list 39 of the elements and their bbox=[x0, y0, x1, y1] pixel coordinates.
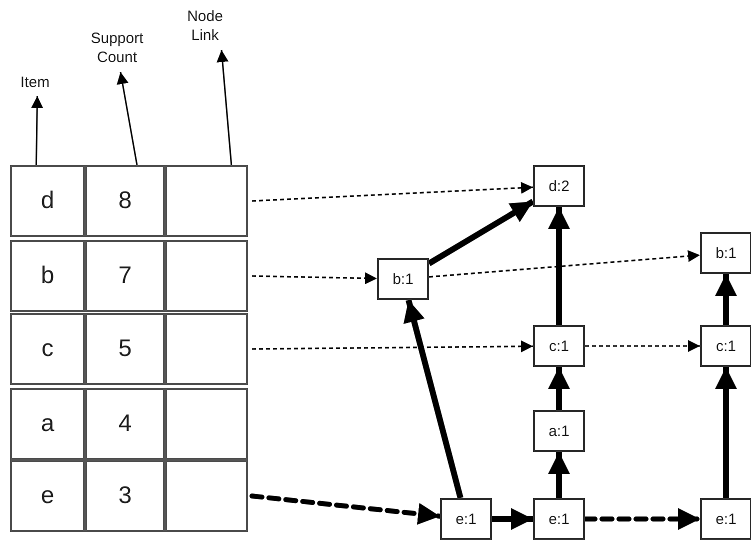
table-cell: c bbox=[10, 313, 85, 385]
table-cell: 3 bbox=[85, 460, 165, 532]
table-cell: b bbox=[10, 240, 85, 312]
table-cell: e bbox=[10, 460, 85, 532]
arrow bbox=[403, 299, 464, 499]
column-heading: Node Link bbox=[172, 8, 238, 50]
tree-node: e:1 bbox=[533, 498, 585, 540]
arrow bbox=[492, 508, 533, 530]
arrow bbox=[548, 207, 570, 325]
arrow bbox=[427, 198, 535, 266]
dashed-arrow bbox=[252, 182, 534, 202]
dashed-arrow bbox=[252, 272, 378, 284]
column-heading: Support Count bbox=[82, 30, 152, 72]
tree-node: c:1 bbox=[533, 325, 585, 367]
arrow bbox=[116, 72, 138, 166]
tree-node: c:1 bbox=[700, 325, 751, 367]
arrow bbox=[548, 452, 570, 498]
arrow bbox=[216, 50, 232, 166]
table-cell: a bbox=[10, 388, 85, 460]
tree-node: e:1 bbox=[440, 498, 492, 540]
tree-node: e:1 bbox=[700, 498, 751, 540]
arrow bbox=[715, 367, 737, 498]
arrow bbox=[715, 274, 737, 325]
dashed-arrow bbox=[252, 340, 533, 352]
arrow bbox=[548, 367, 570, 410]
tree-node: b:1 bbox=[377, 258, 429, 300]
dashed-arrow bbox=[585, 340, 700, 352]
tree-node: b:1 bbox=[700, 232, 751, 274]
tree-node: a:1 bbox=[533, 410, 585, 452]
tree-node: d:2 bbox=[533, 165, 585, 207]
table-cell: 4 bbox=[85, 388, 165, 460]
table-cell: d bbox=[10, 165, 85, 237]
arrow bbox=[31, 96, 44, 166]
table-cell: 7 bbox=[85, 240, 165, 312]
dashed-arrow bbox=[250, 494, 442, 525]
table-cell: 8 bbox=[85, 165, 165, 237]
dashed-arrow bbox=[428, 250, 700, 278]
table-cell: 5 bbox=[85, 313, 165, 385]
column-heading: Item bbox=[12, 74, 58, 96]
